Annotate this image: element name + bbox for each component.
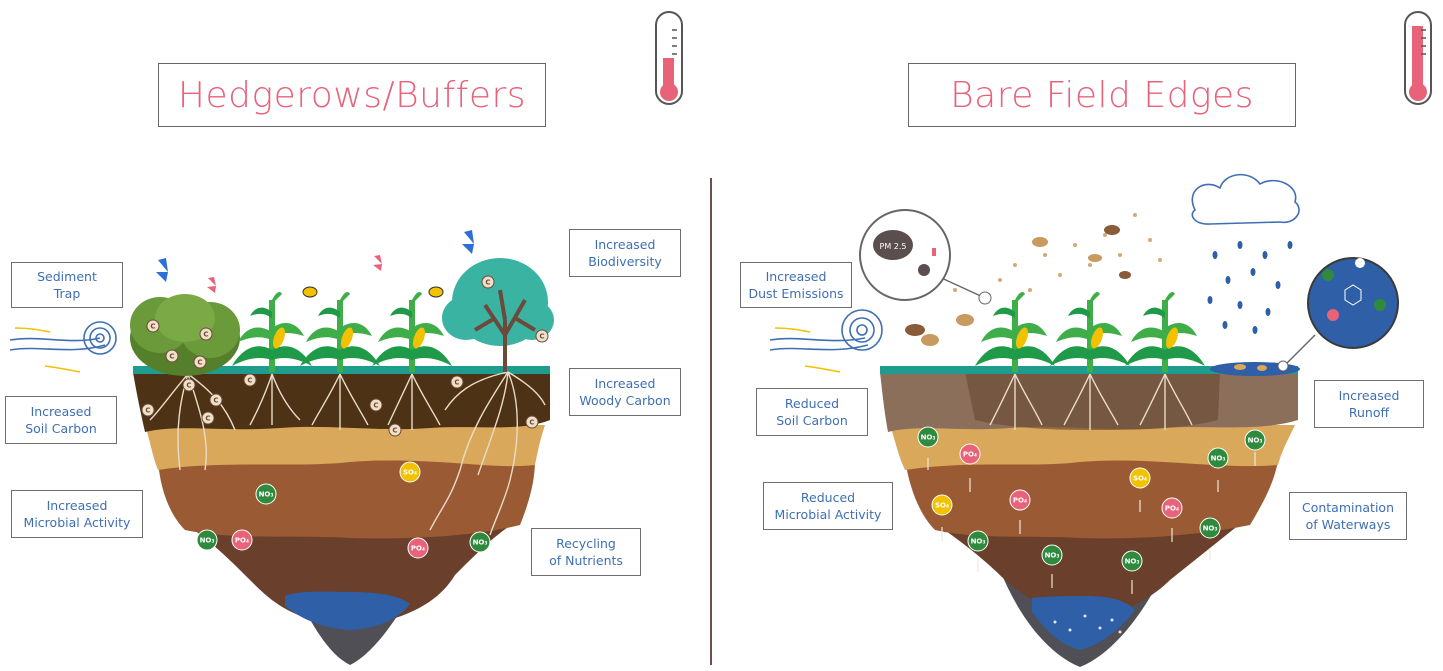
svg-text:NO₃: NO₃: [1203, 525, 1218, 533]
butterfly-icon: [207, 277, 216, 293]
svg-text:NO₃: NO₃: [473, 539, 488, 547]
carbon-badge: C: [166, 350, 178, 362]
butterfly-icon: [156, 258, 168, 282]
so4-badge: SO₄: [1130, 468, 1150, 488]
no3-badge: NO₃: [1122, 551, 1142, 571]
svg-text:C: C: [150, 323, 155, 331]
carbon-badge: C: [142, 404, 154, 416]
svg-text:PO₄: PO₄: [411, 545, 425, 553]
butterfly-icon: [462, 230, 474, 254]
carbon-badge: C: [389, 424, 401, 436]
svg-text:C: C: [373, 402, 378, 410]
svg-text:NO₃: NO₃: [1211, 455, 1226, 463]
butterfly-icon: [373, 255, 382, 271]
svg-text:C: C: [186, 382, 191, 390]
chemical-magnifier-icon: [1278, 258, 1398, 371]
svg-text:PO₄: PO₄: [963, 451, 977, 459]
no3-badge: NO₃: [968, 531, 988, 551]
wind-icon-left: [10, 322, 116, 372]
no3-badge: NO₃: [470, 532, 490, 552]
po4-badge: PO₄: [1162, 498, 1182, 518]
carbon-badge: C: [370, 399, 382, 411]
svg-text:C: C: [169, 353, 174, 361]
carbon-badge: C: [451, 376, 463, 388]
svg-text:C: C: [529, 419, 534, 427]
svg-text:SO₄: SO₄: [1133, 475, 1147, 483]
wind-icon-right: [770, 310, 882, 372]
svg-text:C: C: [392, 427, 397, 435]
carbon-badge: C: [244, 374, 256, 386]
svg-text:PO₄: PO₄: [1013, 497, 1027, 505]
rain-drops: [1208, 241, 1293, 334]
svg-text:C: C: [205, 415, 210, 423]
carbon-badge: C: [200, 328, 212, 340]
po4-badge: PO₄: [408, 538, 428, 558]
svg-text:NO₃: NO₃: [200, 537, 215, 545]
po4-badge: PO₄: [1010, 490, 1030, 510]
svg-text:NO₃: NO₃: [921, 434, 936, 442]
no3-badge: NO₃: [256, 484, 276, 504]
rain-cloud-icon: [1192, 175, 1299, 224]
thermometer-icon-right: [1405, 12, 1431, 104]
svg-text:C: C: [247, 377, 252, 385]
corn-plant-icon: [1125, 292, 1205, 372]
svg-text:NO₃: NO₃: [1125, 558, 1140, 566]
corn-plant-icon: [1050, 292, 1130, 372]
svg-text:NO₃: NO₃: [1045, 552, 1060, 560]
corn-plant-icon: [232, 292, 312, 372]
svg-text:C: C: [213, 397, 218, 405]
bee-icon: [303, 287, 317, 297]
no3-badge: NO₃: [1208, 448, 1228, 468]
corn-plant-icon: [300, 292, 380, 372]
pm25-label: PM 2.5: [880, 242, 907, 251]
carbon-badge: C: [482, 276, 494, 288]
carbon-badge: C: [526, 416, 538, 428]
no3-badge: NO₃: [1042, 545, 1062, 565]
carbon-badge: C: [210, 394, 222, 406]
svg-text:C: C: [454, 379, 459, 387]
svg-text:SO₄: SO₄: [403, 469, 417, 477]
bee-icon: [429, 287, 443, 297]
svg-text:C: C: [203, 331, 208, 339]
pm25-magnifier-icon: PM 2.5: [860, 210, 991, 304]
right-soil-profile: [880, 366, 1298, 667]
po4-badge: PO₄: [232, 530, 252, 550]
no3-badge: NO₃: [197, 530, 217, 550]
thermometer-icon-left: [656, 12, 682, 104]
no3-badge: NO₃: [1200, 518, 1220, 538]
svg-text:C: C: [539, 333, 544, 341]
so4-badge: SO₄: [932, 495, 952, 515]
svg-text:NO₃: NO₃: [259, 491, 274, 499]
svg-text:C: C: [485, 279, 490, 287]
po4-badge: PO₄: [960, 444, 980, 464]
svg-text:SO₄: SO₄: [935, 502, 949, 510]
carbon-badge: C: [194, 356, 206, 368]
corn-plant-icon: [372, 292, 452, 372]
so4-badge: SO₄: [400, 462, 420, 482]
no3-badge: NO₃: [1245, 430, 1265, 450]
svg-text:PO₄: PO₄: [235, 537, 249, 545]
carbon-badge: C: [147, 320, 159, 332]
left-soil-profile: [133, 366, 550, 665]
carbon-badge: C: [202, 412, 214, 424]
tree-icon: [442, 258, 554, 372]
svg-text:PO₄: PO₄: [1165, 505, 1179, 513]
svg-text:C: C: [145, 407, 150, 415]
svg-text:NO₃: NO₃: [1248, 437, 1263, 445]
svg-text:NO₃: NO₃: [971, 538, 986, 546]
svg-text:C: C: [197, 359, 202, 367]
hedge-bush-icon: [130, 294, 240, 376]
no3-badge: NO₃: [918, 427, 938, 447]
carbon-badge: C: [183, 379, 195, 391]
carbon-badge: C: [536, 330, 548, 342]
